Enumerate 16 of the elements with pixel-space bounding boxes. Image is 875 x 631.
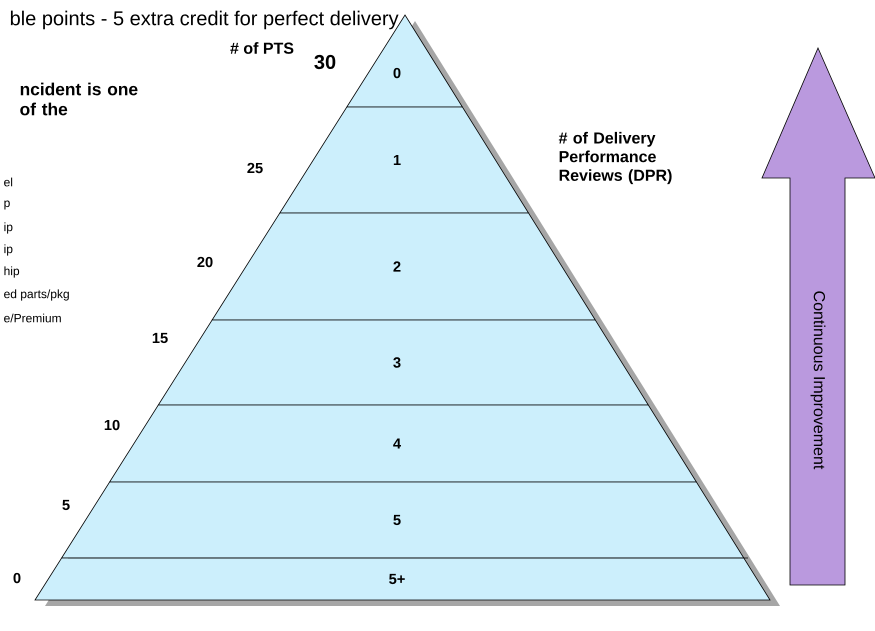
list-item: hip [4, 266, 20, 278]
heading: ble points - 5 extra credit for perfect delivery [10, 10, 399, 30]
point-value: 20 [197, 256, 213, 268]
list-item: el [4, 178, 12, 186]
list-item: e/Premium [4, 314, 61, 322]
point-value: 25 [247, 162, 263, 174]
axis-title: # of Delivery Performance Reviews (DPR) [558, 132, 672, 184]
list-item: p [4, 200, 10, 210]
point-value: 0 [14, 572, 20, 584]
list-item: ed parts/pkg [4, 289, 69, 301]
list-item: ip [4, 244, 12, 256]
list-item: ip [4, 222, 12, 234]
point-value: 5 [62, 500, 70, 510]
axis-title: # of PTS [230, 42, 294, 54]
point-value: 30 [314, 54, 336, 70]
note-text: ncident is one of the [20, 82, 138, 116]
